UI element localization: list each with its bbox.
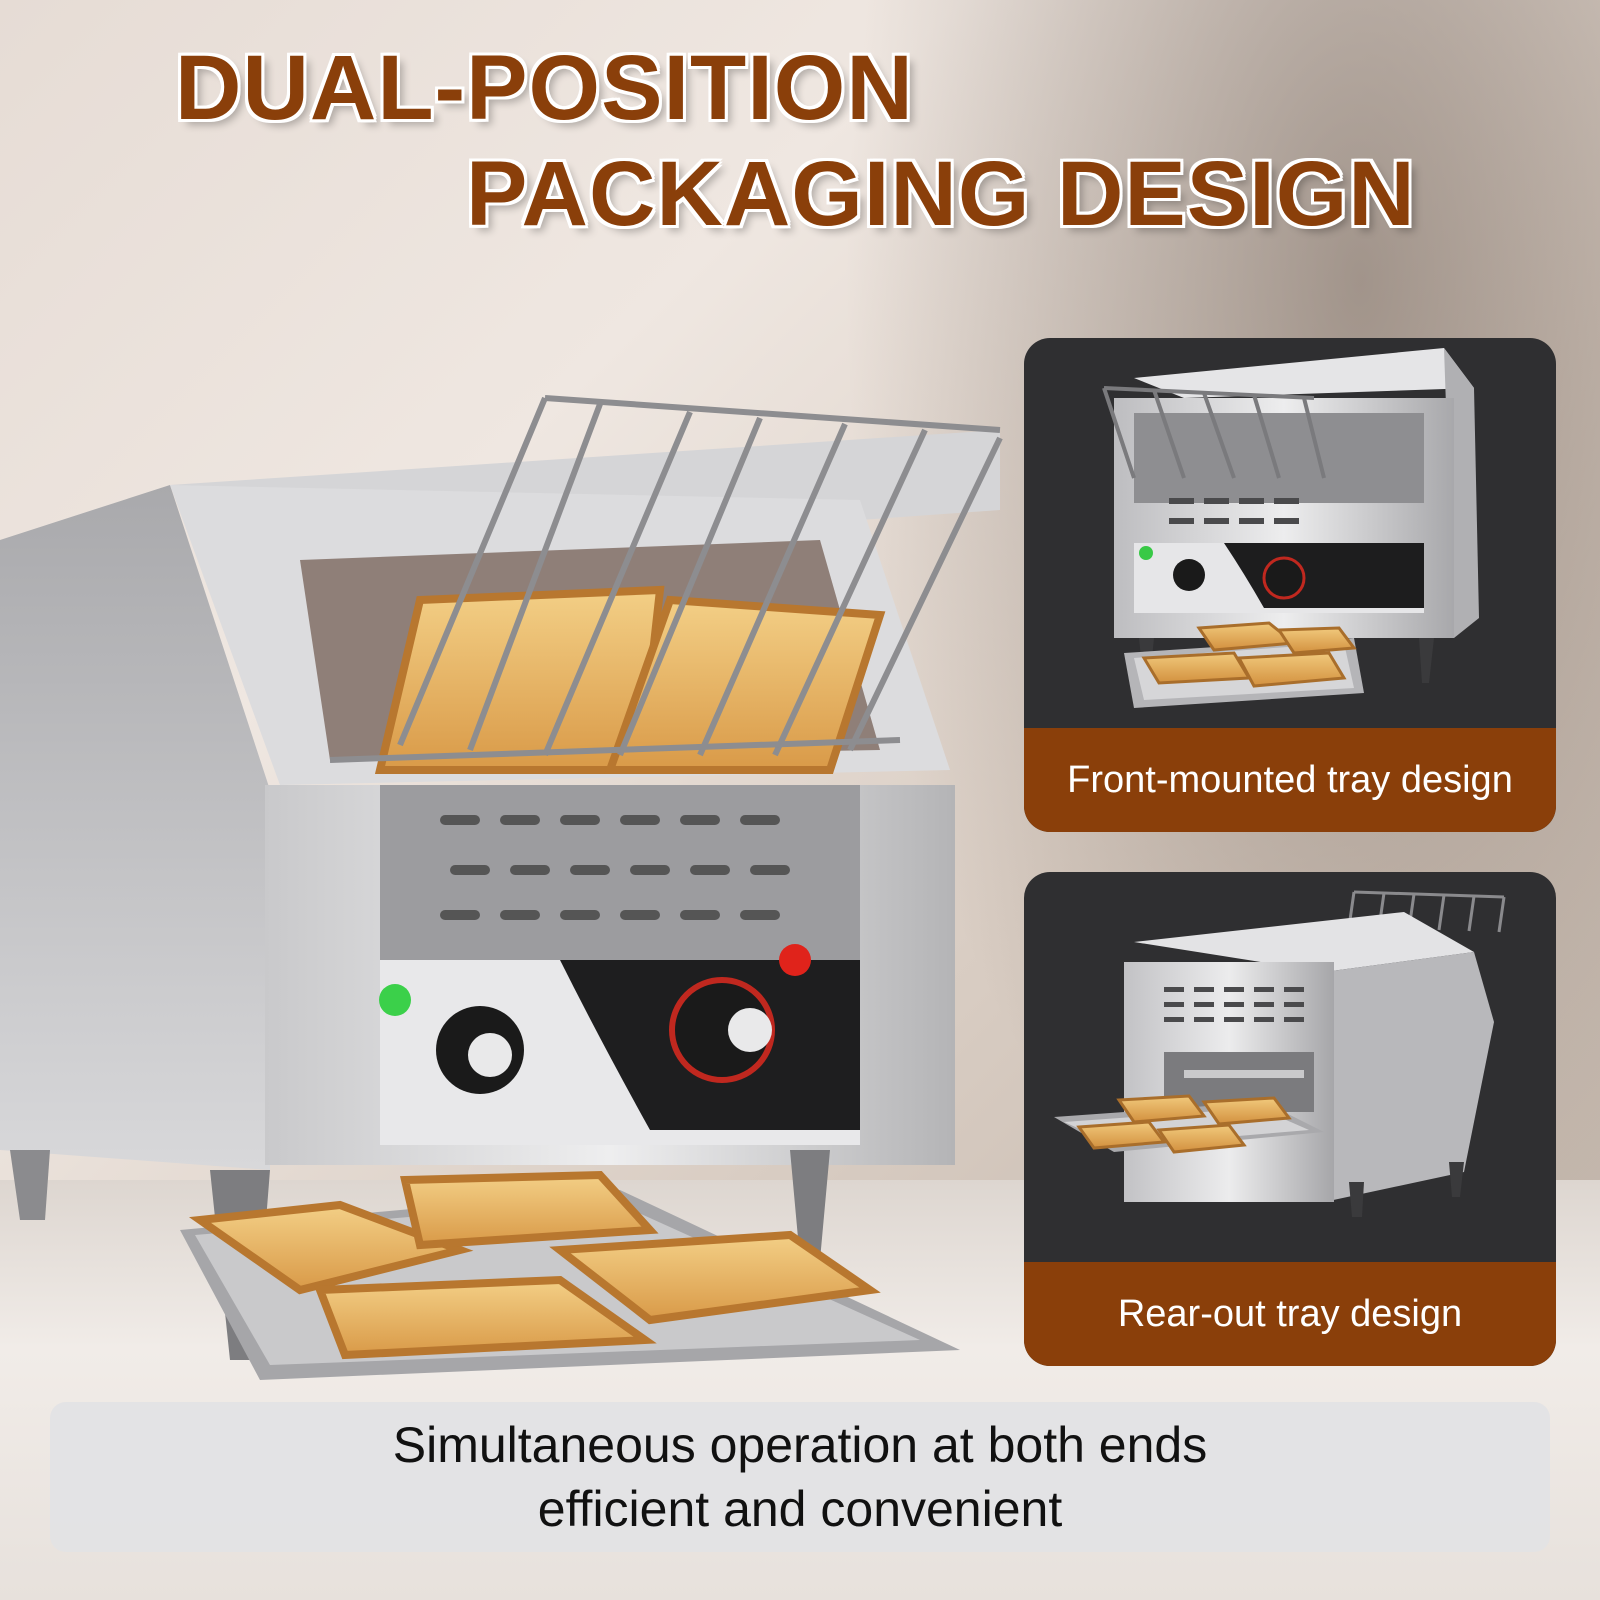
bottom-banner-line-1: Simultaneous operation at both ends (392, 1417, 1208, 1473)
headline-line-2: PACKAGING DESIGN (466, 143, 1416, 245)
bottom-banner: Simultaneous operation at both ends effi… (50, 1402, 1550, 1552)
toaster-rear-tray-image (1054, 890, 1506, 1217)
front-tray-caption: Front-mounted tray design (1024, 728, 1556, 832)
conveyor-toaster-image (0, 395, 1003, 1380)
bottom-banner-line-2: efficient and convenient (537, 1481, 1063, 1537)
front-tray-panel: Front-mounted tray design (1024, 338, 1556, 832)
headline-line-1: DUAL-POSITION (175, 37, 914, 139)
toaster-front-tray-image (1102, 348, 1479, 708)
rear-tray-panel: Rear-out tray design (1024, 872, 1556, 1366)
rear-tray-caption: Rear-out tray design (1024, 1262, 1556, 1366)
